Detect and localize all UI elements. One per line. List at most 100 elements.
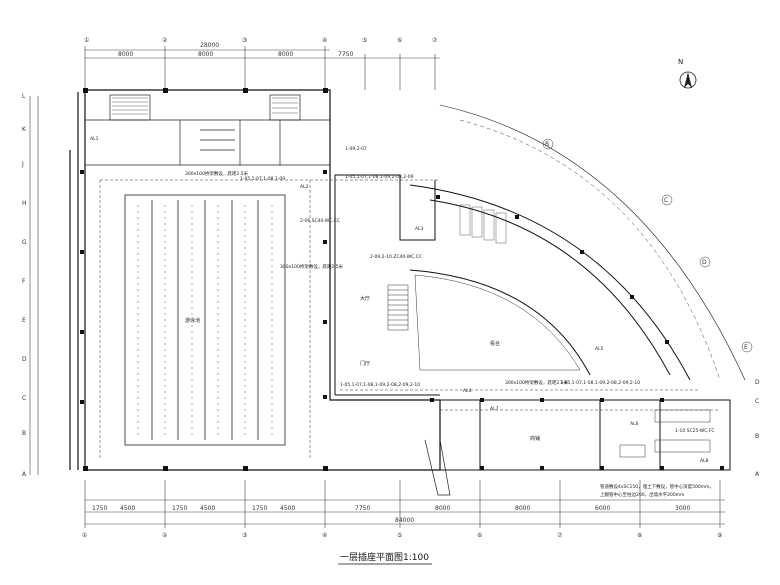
grid-label-bottom-9: ⑨	[717, 532, 722, 539]
circuit-label-4: 1-05,1-07,1-08,1-09,2-08,2-09,2-10	[560, 380, 640, 386]
spec-note-2: 上翻管中心至柱边200，出墙水平200mm	[600, 491, 684, 498]
curved-seat-blocks	[459, 204, 507, 244]
building-outline	[69, 89, 441, 471]
bottom-total-dimension: 84000	[395, 517, 414, 524]
grid-label-bottom-7: ⑦	[557, 532, 563, 539]
north-arrow-icon	[679, 71, 697, 89]
arc-label-D: D	[702, 259, 707, 266]
room-label-hall: 大厅	[360, 295, 370, 302]
dim-bottom-seg-4: 4500	[200, 505, 215, 512]
grid-label-left-K: K	[22, 126, 27, 133]
tray-label-1: 300x100桥架敷设，底距2.5米	[185, 170, 248, 177]
drawing-title: 一层插座平面图1:100	[340, 551, 429, 563]
grid-label-left-G: G	[22, 239, 27, 246]
dim-bottom-seg-5: 1750	[252, 505, 267, 512]
grid-label-left-A: A	[22, 471, 27, 478]
panel-labels: AL1 AL2 AL3 AL4 AL5 AL6 AL7 AL8	[90, 136, 709, 464]
pool-lane-dashes	[137, 205, 273, 435]
grid-label-left-B: B	[22, 430, 26, 437]
room-label-shop: 商铺	[530, 435, 540, 442]
grid-label-bottom-2: ②	[162, 532, 168, 539]
dim-bottom-seg-3: 1750	[172, 505, 187, 512]
grid-label-top-1: ①	[84, 37, 89, 44]
left-grid-lines	[29, 96, 39, 475]
room-label-lobby: 门厅	[360, 360, 370, 367]
lower-right-block	[439, 399, 731, 471]
dim-bottom-seg-9: 8000	[515, 505, 530, 512]
panel-AL8: AL8	[700, 458, 709, 464]
grid-label-top-6: ⑥	[397, 37, 402, 44]
grid-label-top-3: ③	[242, 37, 247, 44]
grid-label-right-C: C	[755, 398, 759, 405]
grid-label-bottom-5: ⑤	[397, 532, 402, 539]
curved-wing	[409, 104, 746, 381]
dim-top-seg-1: 8000	[118, 51, 133, 58]
dim-bottom-seg-7: 7750	[355, 505, 370, 512]
circuit-label-1: 1-05,1-07,1-08,1-09	[240, 176, 285, 182]
grid-label-top-2: ②	[162, 37, 168, 44]
panel-AL1: AL1	[90, 136, 99, 142]
circuit-label-2: 1-05,1-07,1-08,1-09,2-08,2-09	[345, 174, 414, 180]
upper-rooms	[85, 94, 330, 166]
dim-bottom-seg-10: 6000	[595, 505, 610, 512]
grid-label-bottom-8: ⑧	[637, 532, 642, 539]
north-label: N	[678, 58, 683, 66]
grid-label-left-J: J	[21, 161, 24, 168]
stair-hatch	[112, 97, 298, 115]
top-total-dimension: 28000	[200, 42, 219, 49]
dim-top-seg-5: 7750	[338, 51, 353, 58]
dim-bottom-seg-1: 1750	[92, 505, 107, 512]
cable-label-3: 1-10 SC25-WC,FC	[675, 428, 715, 434]
bottom-dimension-lines	[84, 480, 725, 528]
grid-label-left-F: F	[22, 278, 26, 285]
grid-label-right-B: B	[755, 433, 759, 440]
panel-AL7: AL7	[490, 406, 499, 412]
circuit-wiring	[99, 179, 720, 460]
panel-AL6: AL6	[630, 421, 639, 427]
right-grid-labels: D C B A	[755, 379, 760, 478]
grid-label-bottom-6: ⑥	[477, 532, 482, 539]
grid-label-left-L: L	[22, 93, 26, 100]
circuit-label-5: 1-09,2-07	[345, 146, 367, 152]
room-label-pool: 游泳池	[185, 317, 200, 324]
panel-AL4: AL4	[463, 388, 472, 394]
dim-bottom-seg-6: 4500	[280, 505, 295, 512]
grid-label-left-E: E	[22, 317, 26, 324]
swimming-pool	[124, 194, 286, 446]
grid-label-bottom-3: ③	[242, 532, 247, 539]
grid-label-bottom-4: ④	[322, 532, 327, 539]
grid-label-bottom-1: ①	[82, 532, 87, 539]
top-dim-segments: 8000 8000 8000 7750	[118, 51, 353, 58]
bottom-dim-segments: 1750 4500 1750 4500 1750 4500 7750 8000 …	[92, 505, 690, 512]
tray-label-3: 300x100桥架敷设，底距2.5米	[505, 379, 568, 386]
circuit-label-3: 1-05,1-07,1-08,1-09,2-08,2-09,2-10	[340, 382, 420, 388]
tray-label-2: 300x100桥架敷设，底距2.5米	[280, 263, 343, 270]
top-grid-labels: ① ② ③ ④ ⑤ ⑥ ⑦	[84, 37, 438, 44]
panel-AL2: AL2	[300, 184, 309, 190]
grid-label-left-D: D	[22, 356, 27, 363]
room-label-stand: 看台	[490, 340, 500, 347]
grid-label-left-H: H	[22, 200, 27, 207]
entrance-ramp	[424, 439, 451, 496]
stand-seating	[414, 274, 581, 371]
cable-label-2: 2-09,2-10 ZC40-WC,CC	[370, 254, 422, 260]
dim-bottom-seg-11: 3000	[675, 505, 690, 512]
grid-label-right-D: D	[755, 379, 760, 386]
dim-bottom-seg-8: 8000	[435, 505, 450, 512]
equipment-blocks	[619, 409, 711, 458]
top-dimension-lines	[84, 46, 440, 90]
dim-top-seg-2: 8000	[198, 51, 213, 58]
hall-stair	[387, 284, 409, 331]
grid-label-right-A: A	[755, 471, 760, 478]
structural-columns	[80, 88, 724, 471]
arc-label-B: B	[545, 141, 549, 148]
arc-label-E: E	[744, 344, 748, 351]
dim-bottom-seg-2: 4500	[120, 505, 135, 512]
panel-AL3: AL3	[415, 226, 424, 232]
arc-label-C: C	[664, 197, 668, 204]
bottom-grid-labels: ① ② ③ ④ ⑤ ⑥ ⑦ ⑧ ⑨	[82, 532, 722, 539]
dim-top-seg-3: 8000	[278, 51, 293, 58]
grid-label-top-7: ⑦	[432, 37, 438, 44]
arc-grid-labels: B C D E	[542, 138, 753, 353]
